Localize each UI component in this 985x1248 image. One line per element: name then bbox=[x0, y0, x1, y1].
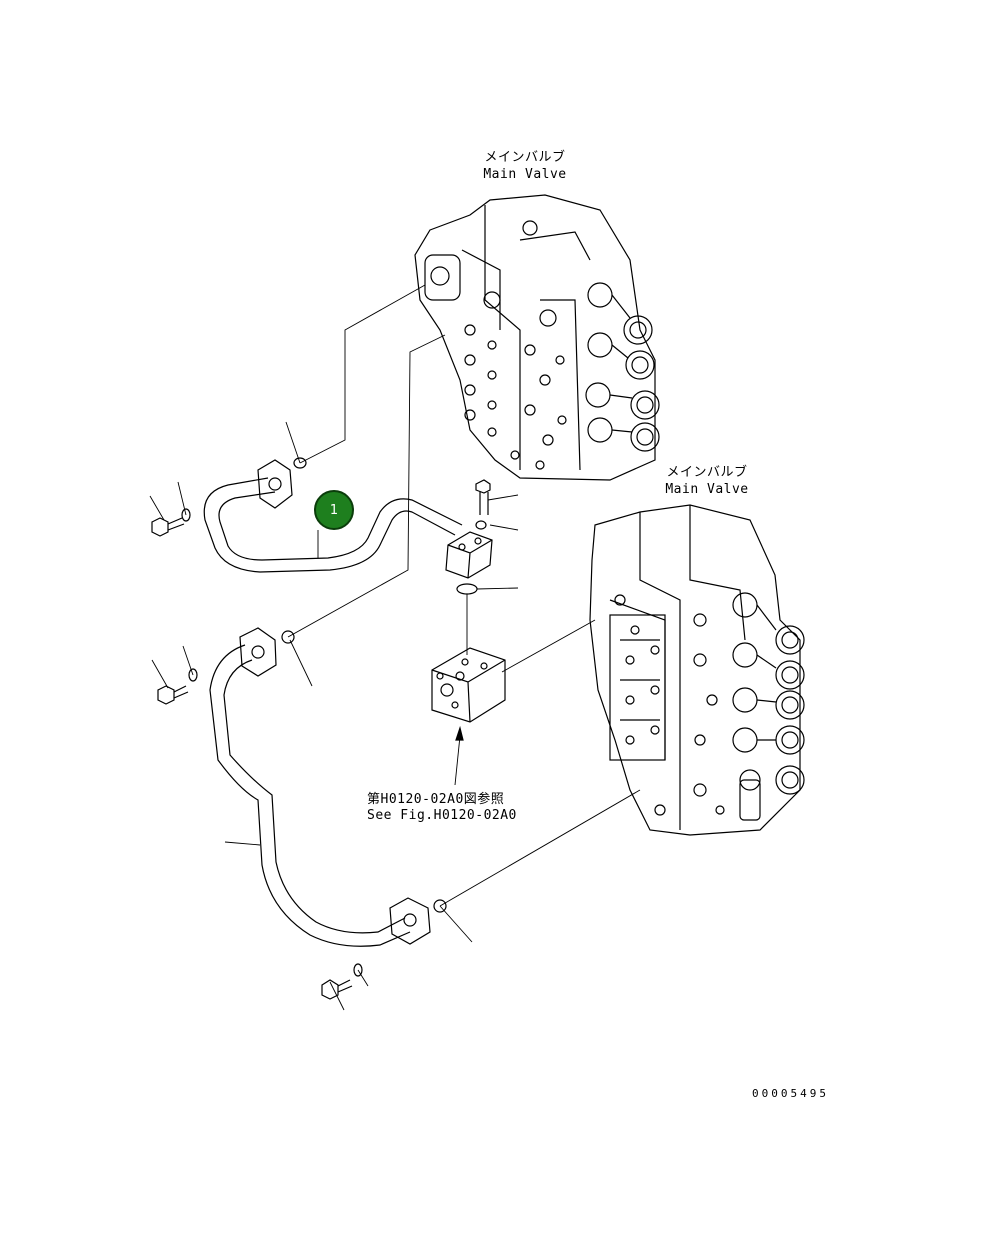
see-fig-label-jp: 第H0120-02A0図参照 bbox=[367, 792, 505, 807]
arrowhead bbox=[455, 725, 464, 741]
main-valve-right-label-jp: メインバルブ bbox=[666, 465, 748, 480]
main-valve-top-label-jp: メインバルブ bbox=[484, 150, 566, 165]
bolt-lower-bottom bbox=[321, 979, 353, 1000]
lower-pipe-flange-top bbox=[239, 627, 277, 677]
block-fitting bbox=[445, 531, 493, 579]
valve-ports-right bbox=[614, 594, 725, 816]
o-ring-block bbox=[456, 583, 478, 595]
o-ring-lower-bottom bbox=[433, 899, 447, 913]
bolt-lower-top bbox=[157, 685, 189, 705]
washer-lower-top bbox=[188, 668, 198, 682]
see-fig-label-en: See Fig.H0120-02A0 bbox=[367, 808, 517, 823]
o-ring-upper-flange bbox=[293, 457, 307, 469]
washer-upper bbox=[181, 508, 191, 522]
valve-spools-top bbox=[585, 282, 660, 452]
bolt-upper bbox=[151, 517, 185, 537]
part-callout-number: 1 bbox=[329, 502, 339, 518]
main-valve-right bbox=[589, 504, 805, 836]
washer-lower-bottom bbox=[353, 963, 363, 977]
o-ring-lower-top bbox=[281, 630, 295, 644]
bolt-block bbox=[475, 479, 491, 515]
main-valve-top bbox=[414, 194, 660, 481]
leader-lines bbox=[149, 284, 641, 1011]
valve-spools-right bbox=[732, 592, 805, 795]
upper-pipe-flange bbox=[257, 459, 293, 509]
part-callout-1[interactable]: 1 bbox=[314, 490, 354, 530]
document-number: 00005495 bbox=[752, 1087, 829, 1100]
main-valve-right-label-en: Main Valve bbox=[665, 482, 749, 497]
valve-block bbox=[431, 647, 506, 723]
main-valve-top-label-en: Main Valve bbox=[483, 167, 567, 182]
lower-pipe bbox=[157, 627, 447, 1000]
valve-ports-top bbox=[464, 324, 567, 470]
washer-block bbox=[475, 520, 487, 530]
upper-pipe bbox=[151, 457, 493, 595]
lower-pipe-flange-bottom bbox=[389, 897, 431, 945]
